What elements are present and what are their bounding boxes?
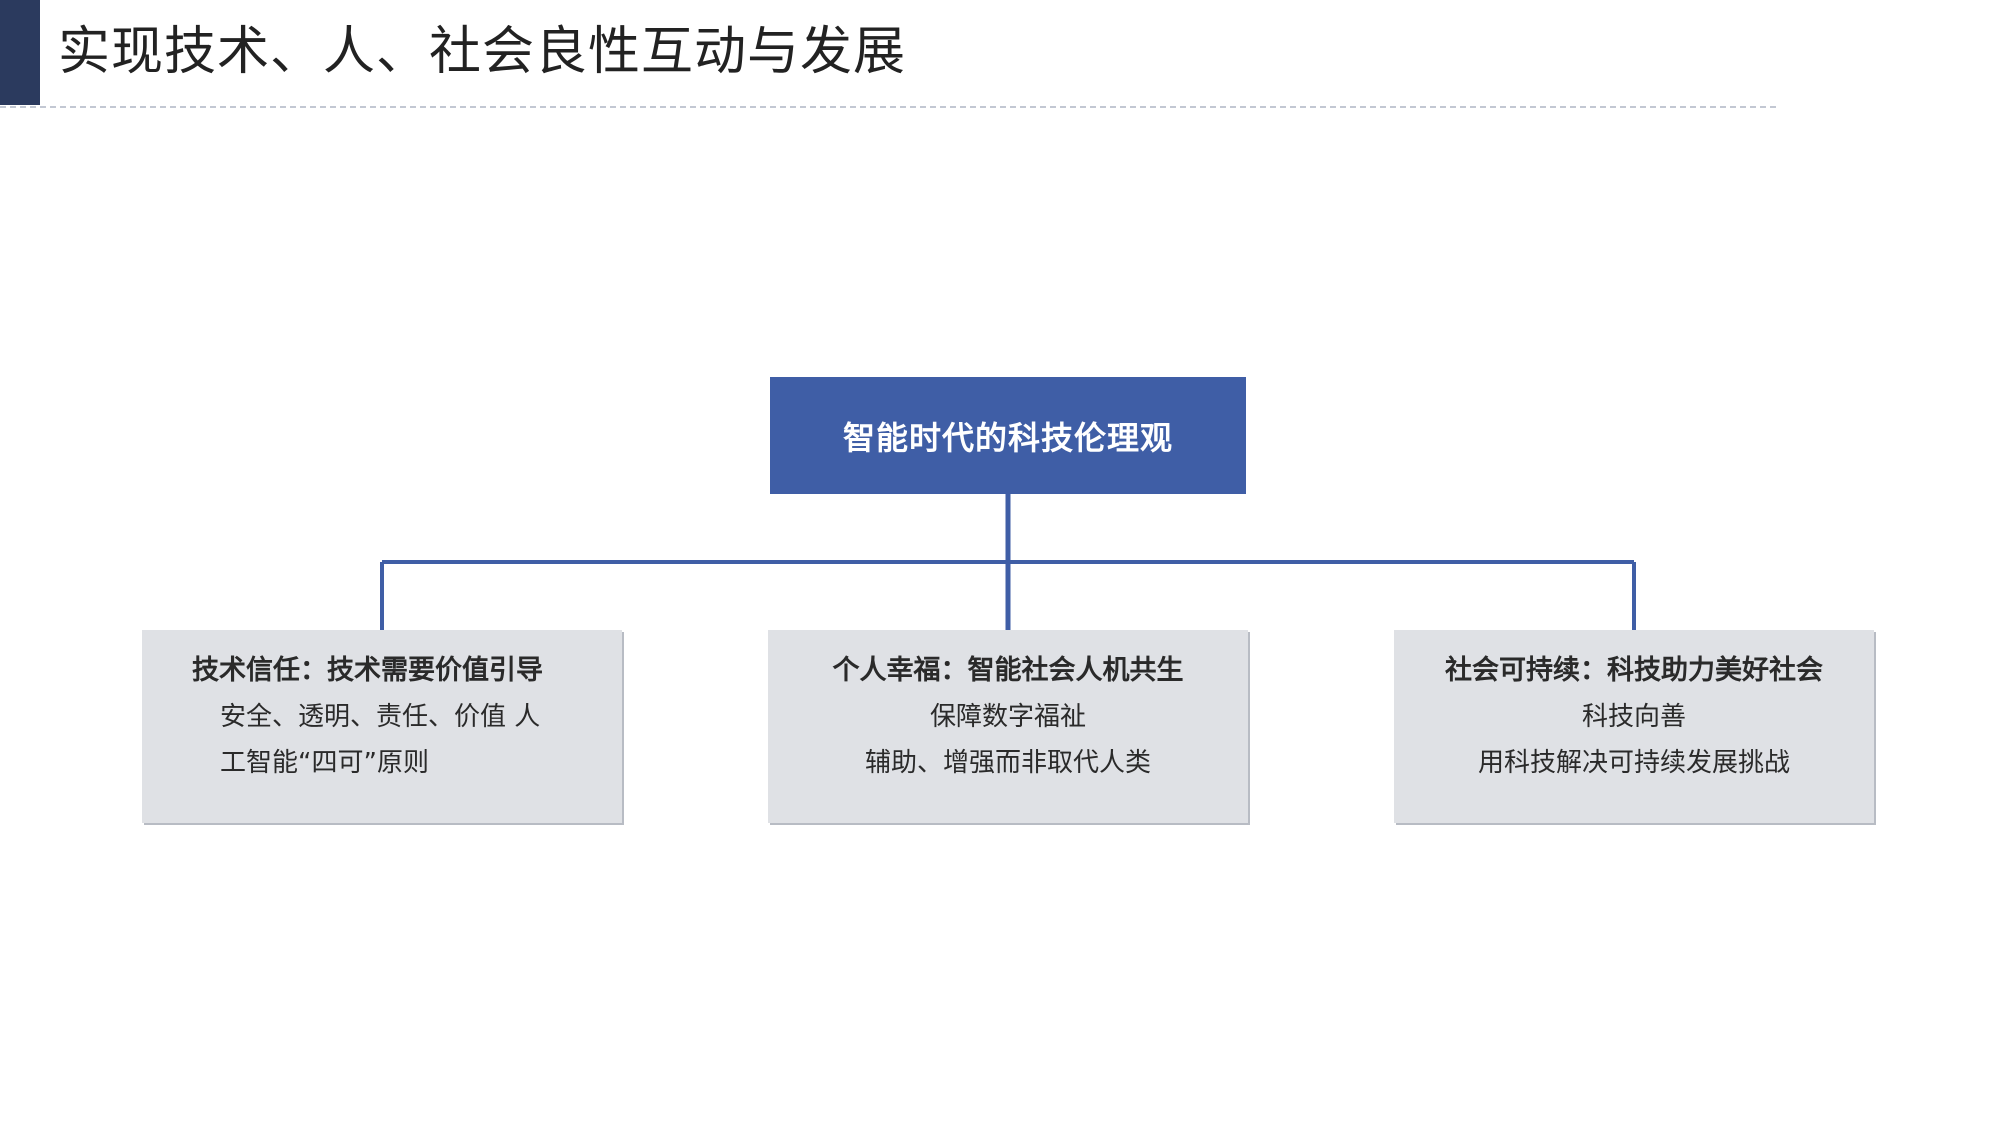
child-node-line: 科技向善 — [1581, 702, 1686, 732]
child-node-line: 保障数字福祉 — [929, 702, 1086, 732]
child-node-line: 用科技解决可持续发展挑战 — [1477, 748, 1790, 778]
child-node-line: 辅助、增强而非取代人类 — [864, 748, 1151, 778]
child-node-heading: 技术信任：技术需要价值引导 — [192, 655, 543, 686]
title-accent-bar — [0, 0, 40, 105]
child-node-line: 安全、透明、责任、价值 人 — [220, 702, 541, 732]
child-node-heading: 社会可持续：科技助力美好社会 — [1445, 655, 1823, 686]
root-node-label: 智能时代的科技伦理观 — [842, 418, 1173, 457]
child-node-personal-wellbeing: 个人幸福：智能社会人机共生 保障数字福祉 辅助、增强而非取代人类 — [768, 630, 1248, 823]
child-node-tech-trust: 技术信任：技术需要价值引导 安全、透明、责任、价值 人 工智能“四可”原则 — [142, 630, 622, 823]
child-node-line: 工智能“四可”原则 — [220, 748, 429, 778]
root-node: 智能时代的科技伦理观 — [770, 377, 1246, 494]
header-divider — [0, 106, 1776, 108]
child-node-heading: 个人幸福：智能社会人机共生 — [832, 655, 1184, 686]
page-title: 实现技术、人、社会良性互动与发展 — [58, 22, 907, 82]
child-node-social-sustainability: 社会可持续：科技助力美好社会 科技向善 用科技解决可持续发展挑战 — [1394, 630, 1874, 823]
